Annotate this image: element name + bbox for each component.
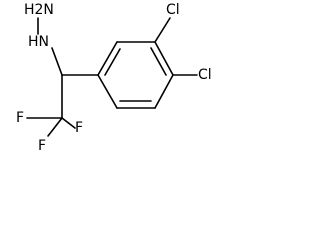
atom-labels: H2N HN Cl Cl F F F [16,2,212,154]
ring-bond-1 [97,41,118,76]
ring-double-1 [104,48,121,76]
bonds [26,17,198,137]
atom-label-h2n: H2N [24,2,54,18]
atom-label-cl-top: Cl [166,2,180,18]
ring-bond-3 [154,41,174,76]
bond-c-cl-top [154,17,171,43]
bond-c-f-mid [61,117,76,129]
bond-n-c [51,47,63,76]
atom-label-f-mid: F [75,120,83,136]
ring-double-2 [150,47,167,76]
atom-label-hn: HN [28,34,49,50]
chemical-structure: H2N HN Cl Cl F F F [16,2,212,154]
atom-label-f-bottom: F [38,138,46,154]
ring-bond-6 [97,74,118,109]
ring-bond-4 [154,74,174,109]
atom-label-f-left: F [16,110,24,126]
bond-c-f-bottom [47,117,63,137]
atom-label-cl-right: Cl [198,67,212,83]
